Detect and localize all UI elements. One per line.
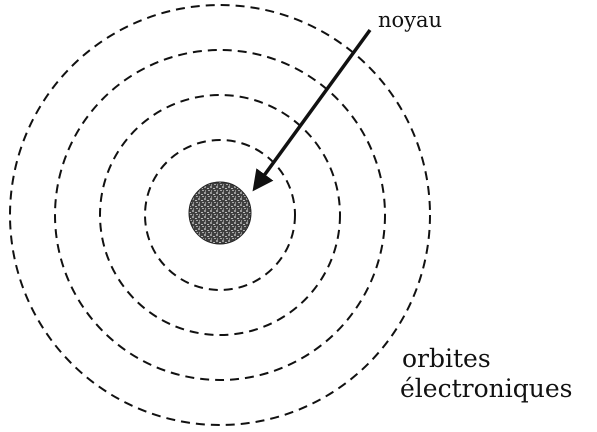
nucleus: [189, 182, 251, 244]
orbits-label-line2: électroniques: [400, 374, 572, 403]
nucleus-label: noyau: [378, 8, 442, 32]
orbits-label-line1: orbites: [402, 344, 491, 373]
nucleus-arrow: [255, 30, 370, 188]
